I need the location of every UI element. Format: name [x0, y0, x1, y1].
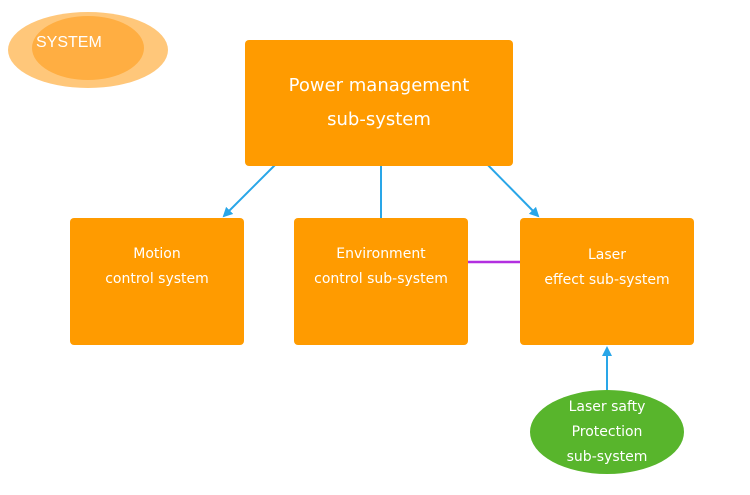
system-badge-ellipses — [8, 12, 168, 88]
power-node-line2: sub-system — [327, 109, 431, 130]
safety-node-line3: sub-system — [566, 448, 648, 465]
safety-node-line1: Laser safty — [568, 398, 646, 415]
motion-node-line1: Motion — [133, 245, 181, 262]
safety-node-line2: Protection — [571, 423, 643, 440]
laser-safety-node: Laser safty Protection sub-system — [530, 390, 684, 474]
arrow-power-to-motion — [222, 157, 283, 218]
system-badge-label: SYSTEM — [36, 34, 102, 51]
environment-node-line2: control sub-system — [314, 270, 448, 287]
laser-effect-node: Laser effect sub-system — [520, 218, 694, 345]
motion-control-node: Motion control system — [70, 218, 244, 345]
motion-node-line2: control system — [105, 270, 209, 287]
arrow-power-to-laser — [479, 156, 540, 218]
laser-node-line2: effect sub-system — [544, 271, 670, 288]
environment-node-line1: Environment — [336, 245, 426, 262]
power-node-line1: Power management — [288, 75, 470, 96]
power-management-node: Power management sub-system — [245, 40, 513, 166]
laser-node-line1: Laser — [587, 246, 627, 263]
environment-control-node: Environment control sub-system — [294, 218, 468, 345]
badge-inner-ellipse — [32, 16, 144, 80]
